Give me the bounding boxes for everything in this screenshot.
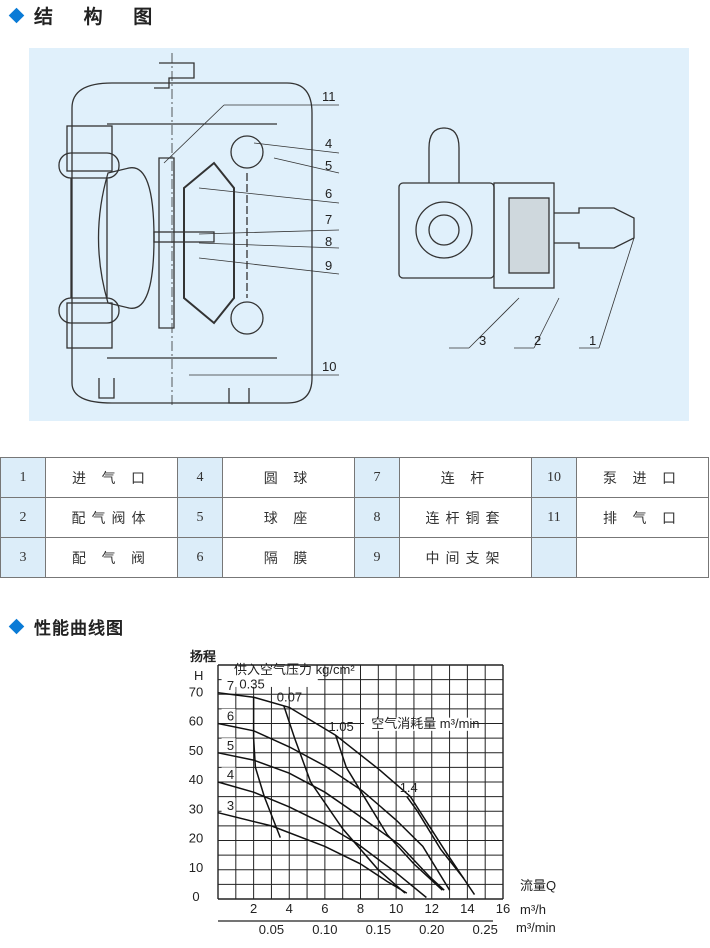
air-line-label: 1.4 bbox=[400, 780, 418, 795]
part-name: 圆 球 bbox=[222, 457, 355, 498]
air-line-label: 0.35 bbox=[239, 676, 264, 691]
diagram-label: 6 bbox=[325, 186, 332, 201]
x2-tick-label: 0.10 bbox=[312, 922, 337, 937]
x2-tick-label: 0.20 bbox=[419, 922, 444, 937]
air-consumption-line-1.05 bbox=[334, 734, 443, 891]
head-curve-5 bbox=[217, 752, 445, 891]
y-tick-label: 60 bbox=[189, 714, 203, 729]
x-tick-label: 14 bbox=[460, 901, 474, 916]
x2-tick-label: 0.15 bbox=[366, 922, 391, 937]
air-line-label: 0.07 bbox=[277, 690, 302, 705]
part-number: 1 bbox=[0, 457, 46, 498]
section-title-structure: 结 构 图 bbox=[8, 2, 164, 29]
curve-label: 4 bbox=[227, 767, 234, 782]
x-tick-label: 16 bbox=[496, 901, 510, 916]
x2-tick-label: 0.05 bbox=[259, 922, 284, 937]
valve-label: 3 bbox=[479, 333, 486, 348]
y-tick-label: 70 bbox=[189, 684, 203, 699]
pump-body bbox=[58, 53, 313, 408]
part-name: 配 气 阀 bbox=[45, 537, 178, 578]
curve-label-bg bbox=[221, 798, 236, 813]
y-tick-label: 30 bbox=[189, 801, 203, 816]
part-name: 球 座 bbox=[222, 497, 355, 538]
diagram-label: 4 bbox=[325, 136, 332, 151]
part-name: 隔 膜 bbox=[222, 537, 355, 578]
air-consumption-line-1.4 bbox=[406, 796, 465, 879]
curve-label: 7 bbox=[227, 678, 234, 693]
curve-label: 3 bbox=[227, 798, 234, 813]
y-axis-label: 扬程 bbox=[190, 649, 216, 664]
part-number: 6 bbox=[177, 537, 223, 578]
part-name bbox=[576, 537, 709, 578]
y-axis-unit: H bbox=[194, 668, 203, 683]
y-tick-label: 10 bbox=[189, 860, 203, 875]
legend-air-label: 空气消耗量 m³/min bbox=[371, 716, 479, 731]
x2-tick-label: 0.25 bbox=[473, 922, 498, 937]
x-tick-label: 6 bbox=[321, 901, 328, 916]
air-line-label: 1.05 bbox=[328, 719, 353, 734]
part-name: 中间支架 bbox=[399, 537, 532, 578]
x-tick-label: 4 bbox=[286, 901, 293, 916]
head-curve-3 bbox=[217, 811, 408, 894]
curve-label-bg bbox=[221, 767, 236, 782]
curve-label-bg bbox=[221, 708, 236, 723]
part-number: 9 bbox=[354, 537, 400, 578]
structure-diagram-panel: 11 4 5 6 7 8 9 10 3 2 1 bbox=[29, 48, 689, 421]
legend-box bbox=[223, 666, 318, 687]
part-number bbox=[531, 537, 577, 578]
head-curve-6 bbox=[217, 722, 451, 891]
valve-label: 1 bbox=[589, 333, 596, 348]
y-tick-label: 50 bbox=[189, 743, 203, 758]
performance-title-text: 性能曲线图 bbox=[34, 619, 124, 639]
head-curve-7 bbox=[217, 692, 476, 896]
part-number: 7 bbox=[354, 457, 400, 498]
y-tick-label: 20 bbox=[189, 831, 203, 846]
part-number: 10 bbox=[531, 457, 577, 498]
part-number: 3 bbox=[0, 537, 46, 578]
diagram-label: 5 bbox=[325, 158, 332, 173]
air-consumption-line-0.35 bbox=[252, 697, 281, 838]
diagram-label: 9 bbox=[325, 258, 332, 273]
curve-label: 5 bbox=[227, 738, 234, 753]
x-axis-unit: m³/h bbox=[520, 902, 546, 917]
x-tick-label: 10 bbox=[389, 901, 403, 916]
valve-label: 2 bbox=[534, 333, 541, 348]
legend-box-air bbox=[364, 717, 471, 731]
part-name: 排 气 口 bbox=[576, 497, 709, 538]
diagram-label: 11 bbox=[322, 89, 336, 104]
diagram-label: 7 bbox=[325, 212, 332, 227]
part-name: 连杆铜套 bbox=[399, 497, 532, 538]
curve-label-bg bbox=[221, 738, 236, 753]
part-name: 进 气 口 bbox=[45, 457, 178, 498]
diagram-label: 10 bbox=[322, 359, 336, 374]
y-tick-label: 0 bbox=[192, 889, 199, 904]
curve-label: 6 bbox=[227, 709, 234, 724]
legend-pressure-label: 供入空气压力 kg/cm² bbox=[234, 662, 355, 677]
pump-cross-section-drawing: 11 4 5 6 7 8 9 10 3 2 1 bbox=[58, 53, 635, 408]
x-axis-label: 流量Q bbox=[520, 878, 556, 893]
x-tick-label: 12 bbox=[425, 901, 439, 916]
x-tick-label: 2 bbox=[250, 901, 257, 916]
air-consumption-line-0.07 bbox=[283, 705, 406, 894]
y-tick-label: 40 bbox=[189, 772, 203, 787]
valve-drawing bbox=[398, 127, 635, 289]
leader-lines bbox=[163, 104, 635, 376]
x2-axis-unit: m³/min bbox=[516, 920, 556, 935]
section-title-performance: 性能曲线图 bbox=[8, 614, 124, 639]
head-curve-4 bbox=[217, 781, 427, 899]
diagram-label: 8 bbox=[325, 234, 332, 249]
structure-title-text: 结 构 图 bbox=[34, 6, 165, 28]
part-name: 泵 进 口 bbox=[576, 457, 709, 498]
x-tick-label: 8 bbox=[357, 901, 364, 916]
part-number: 8 bbox=[354, 497, 400, 538]
part-number: 11 bbox=[531, 497, 577, 538]
curve-label-bg bbox=[221, 678, 236, 693]
